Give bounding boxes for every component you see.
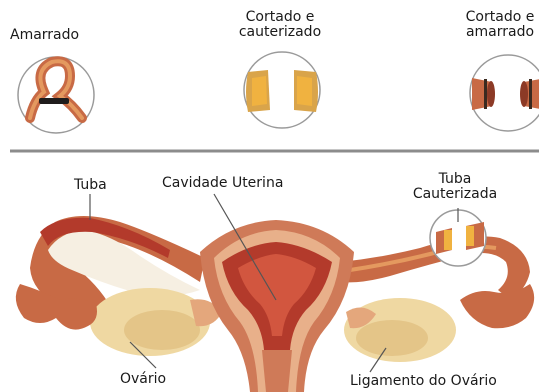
label-cut-cauterized: Cortado e cauterizado — [220, 10, 340, 40]
ligature-band — [39, 98, 69, 104]
label-tube: Tuba — [74, 178, 107, 193]
label-ovary: Ovário — [120, 372, 166, 387]
label-uterine-cavity: Cavidade Uterina — [162, 176, 283, 191]
method-cut-tied — [470, 55, 539, 131]
method-cut-cauterized — [244, 52, 320, 128]
method-tied — [18, 57, 94, 133]
label-tied: Amarrado — [10, 28, 79, 43]
label-ovarian-ligament: Ligamento do Ovário — [350, 374, 497, 389]
label-cut-tied: Cortado e amarrado — [440, 10, 539, 40]
label-cauterized-tube: Tuba Cauterizada — [400, 172, 510, 202]
